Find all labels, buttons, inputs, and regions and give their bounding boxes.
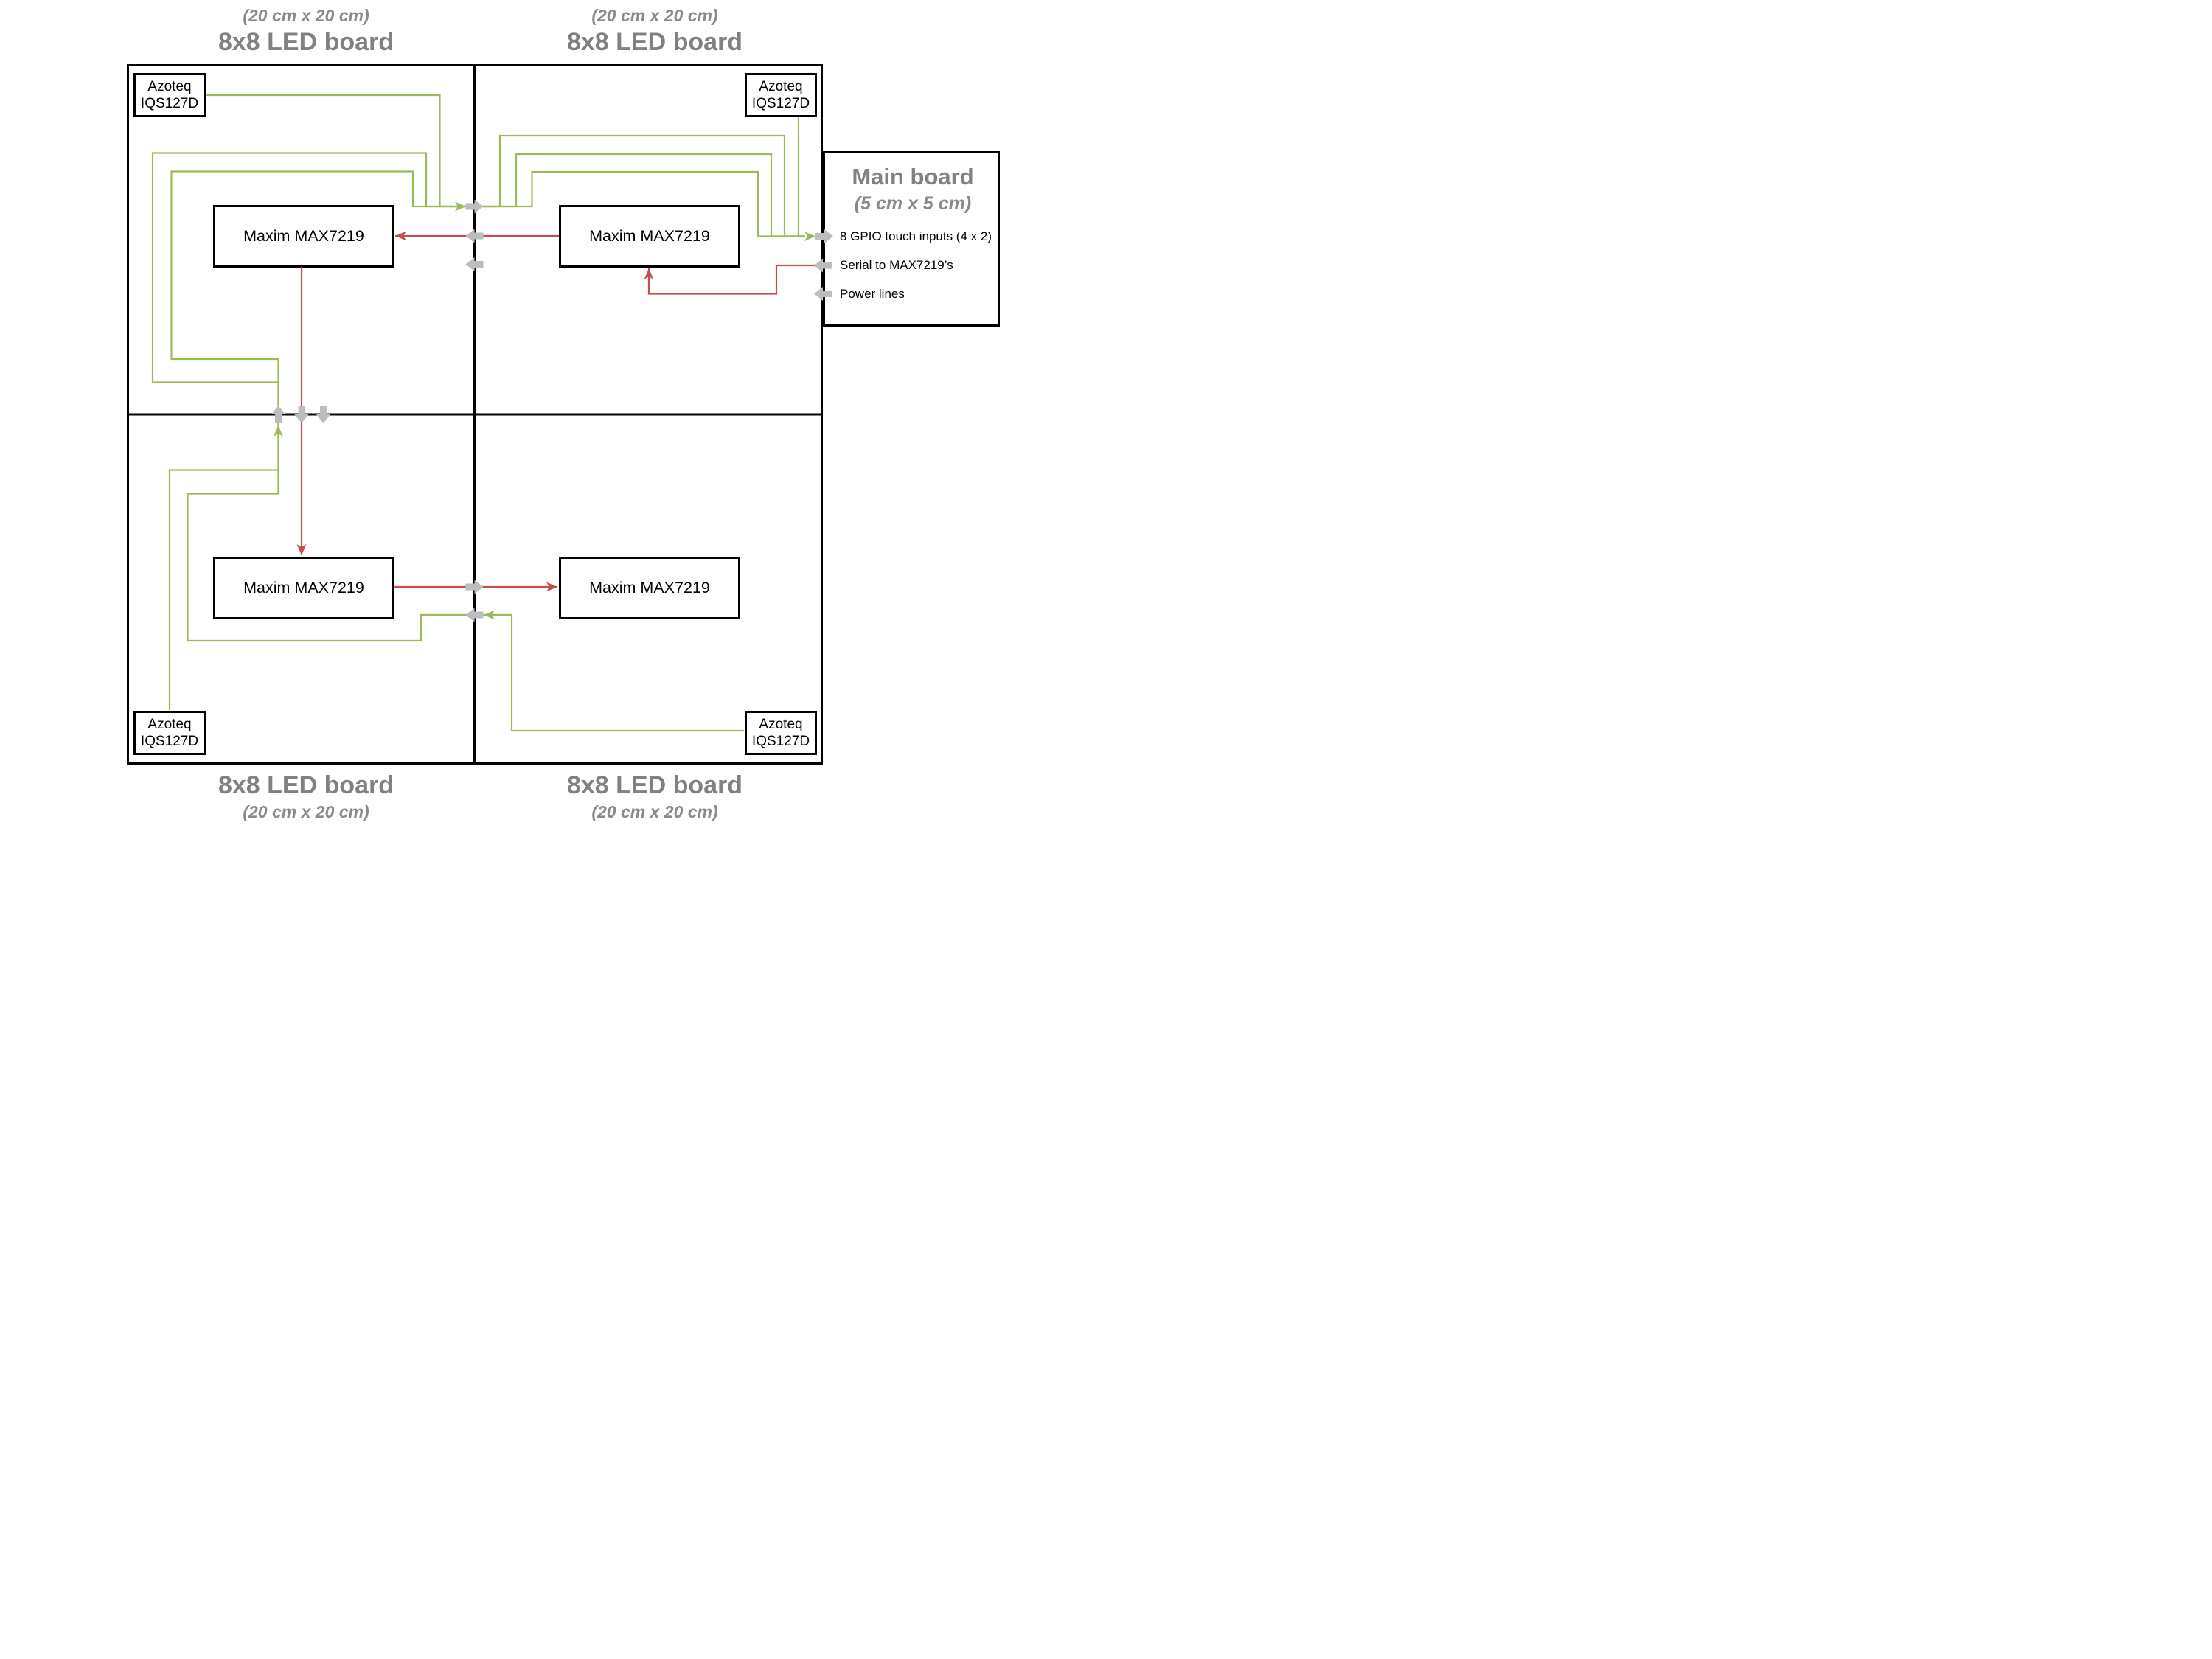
board-size-top-left: (20 cm x 20 cm) <box>243 6 369 25</box>
max7219-box-top-left: Maxim MAX7219 <box>213 205 394 268</box>
main-board-size: (5 cm x 5 cm) <box>854 193 972 214</box>
board-title-bottom-left: 8x8 LED board <box>218 771 394 799</box>
board-title-top-right: 8x8 LED board <box>566 28 743 56</box>
board-size-bottom-right: (20 cm x 20 cm) <box>591 802 718 821</box>
legend-power: Power lines <box>840 287 905 301</box>
max7219-box-bottom-left: Maxim MAX7219 <box>213 557 394 619</box>
max7219-box-top-right: Maxim MAX7219 <box>559 205 740 268</box>
legend-serial: Serial to MAX7219’s <box>840 258 953 272</box>
board-title-top-left: 8x8 LED board <box>218 28 394 56</box>
board-size-top-right: (20 cm x 20 cm) <box>591 6 718 25</box>
main-board-box <box>823 151 1000 327</box>
board-size-bottom-left: (20 cm x 20 cm) <box>243 802 369 821</box>
max7219-box-bottom-right: Maxim MAX7219 <box>559 557 740 619</box>
board-title-bottom-right: 8x8 LED board <box>566 771 743 799</box>
main-board-title: Main board <box>852 164 974 189</box>
wiring-diagram: (20 cm x 20 cm) 8x8 LED board (20 cm x 2… <box>0 0 1106 830</box>
legend-gpio: 8 GPIO touch inputs (4 x 2) <box>840 229 992 243</box>
led-boards-outline <box>127 64 823 765</box>
